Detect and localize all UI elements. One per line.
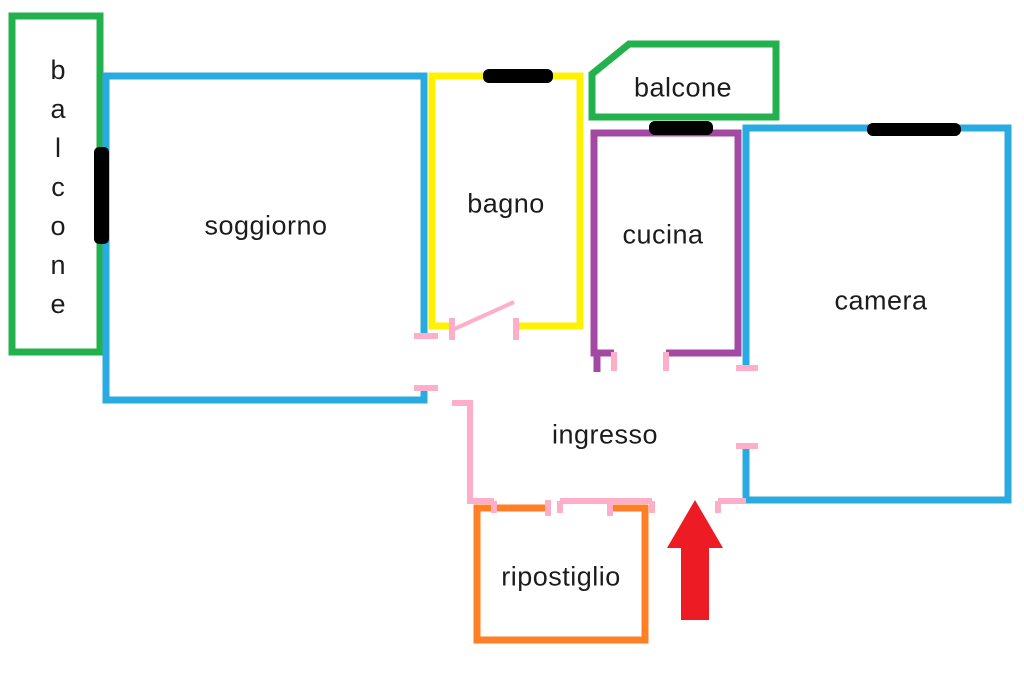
cucina-outline — [590, 129, 742, 357]
room-label-cucina: cucina — [622, 219, 704, 250]
bagno-door-swing — [451, 300, 515, 332]
ripostiglio-door-opening — [548, 503, 610, 515]
ingresso-walls — [414, 300, 758, 516]
room-label-soggiorno: soggiorno — [204, 210, 328, 241]
cucina-door-opening — [614, 346, 666, 360]
soggiorno-door-opening — [416, 339, 430, 385]
room-label-bagno: bagno — [467, 188, 545, 219]
cucina-window-bar — [649, 121, 713, 135]
balcone-left-window-bar — [94, 147, 109, 244]
soggiorno-outline — [102, 72, 428, 404]
camera-window-bar — [867, 123, 961, 136]
balcone-top-outline — [588, 40, 780, 121]
room-label-balcone-left: balcone — [43, 55, 73, 328]
ripostiglio-outline — [473, 504, 649, 644]
window-bars — [94, 69, 961, 244]
room-label-balcone-top: balcone — [633, 72, 733, 103]
room-label-ripostiglio: ripostiglio — [501, 561, 621, 592]
door-openings — [416, 319, 751, 515]
ingresso-left-wall — [452, 400, 494, 504]
camera-door-opening — [741, 368, 751, 446]
camera-outline — [742, 124, 1012, 504]
room-label-camera: camera — [834, 285, 928, 316]
entrance-arrow-icon — [667, 500, 723, 620]
room-label-ingresso: ingresso — [551, 419, 659, 450]
bagno-window-bar — [483, 69, 553, 83]
balcone-left-outline — [8, 12, 104, 356]
